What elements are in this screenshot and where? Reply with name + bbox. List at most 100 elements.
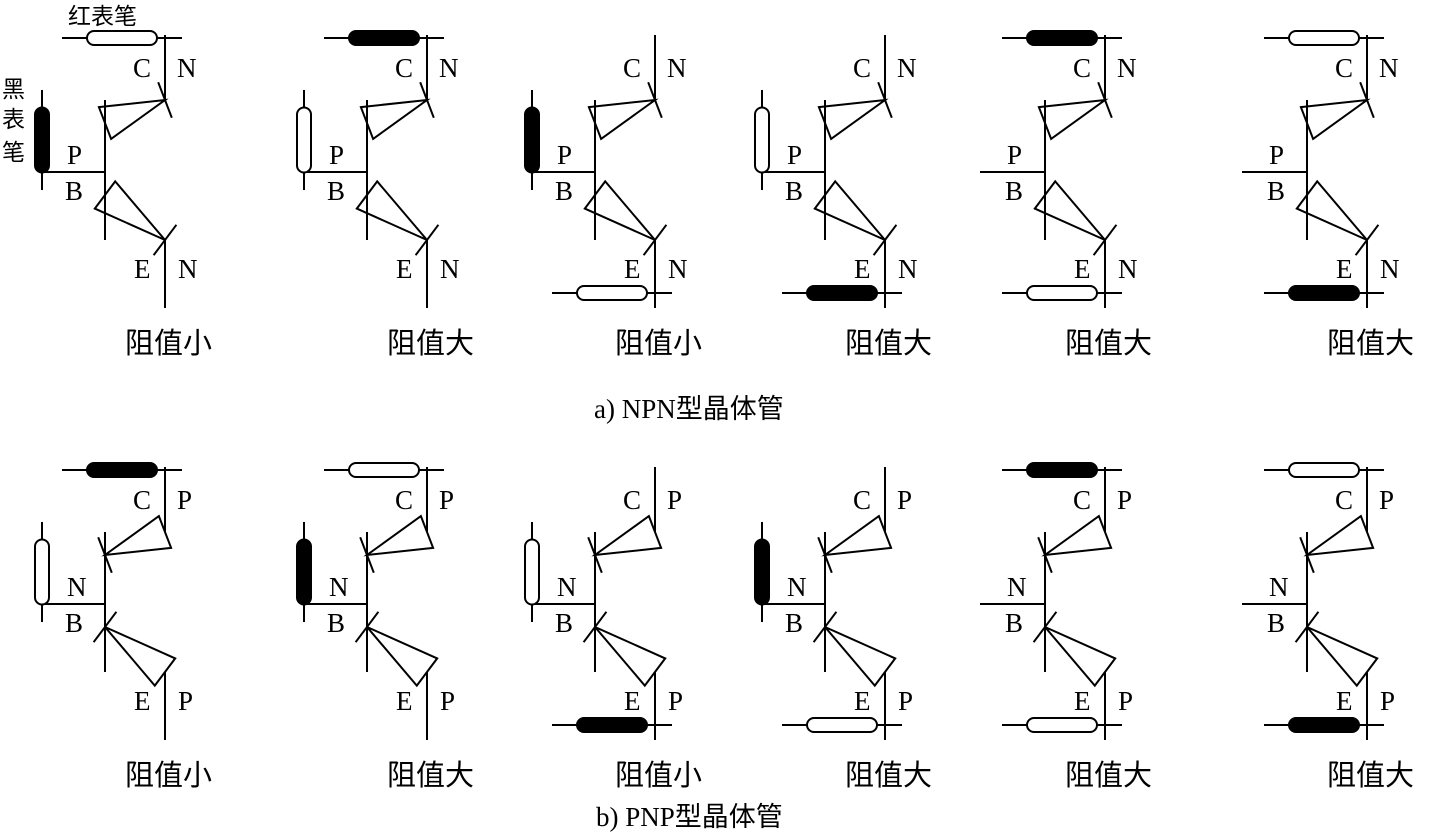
red-probe [754, 90, 770, 190]
red-probe-body [1288, 30, 1360, 46]
base-label: B [1267, 176, 1285, 206]
emitter-region-label: P [1118, 686, 1133, 716]
red-probe [1264, 30, 1384, 46]
black-probe-body [1026, 30, 1098, 46]
black-probe-body [348, 30, 420, 46]
collector-label: C [853, 53, 871, 83]
bc-diode [1299, 98, 1371, 141]
red-probe [324, 462, 444, 478]
result-label: 阻值小 [125, 327, 212, 360]
result-label: 阻值大 [1065, 759, 1152, 792]
bc-diode-bar [1037, 536, 1053, 574]
be-diode [583, 179, 656, 241]
red-probe-body [34, 538, 50, 606]
emitter-label: E [134, 254, 151, 284]
collector-label: C [853, 485, 871, 515]
legend: 红表笔 黑 表 笔 [2, 4, 137, 165]
red-probe [1002, 285, 1122, 301]
base-label: B [327, 176, 345, 206]
result-label: 阻值大 [1065, 327, 1152, 360]
emitter-label: E [1336, 686, 1353, 716]
red-probe [1264, 462, 1384, 478]
emitter-region-label: P [178, 686, 193, 716]
bc-diode [821, 514, 893, 557]
bc-diode [587, 98, 659, 141]
red-probe [296, 90, 312, 190]
black-probe-body [1288, 717, 1360, 733]
base-region-label: P [787, 140, 802, 170]
bc-diode-bar [1359, 81, 1375, 119]
black-probe [1002, 462, 1122, 478]
be-diode [1033, 179, 1106, 241]
bc-diode-bar [97, 536, 113, 574]
emitter-region-label: N [1118, 254, 1138, 284]
red-probe-body [1026, 717, 1098, 733]
be-diode-bar [152, 224, 178, 256]
red-probe-body [1288, 462, 1360, 478]
bc-diode [97, 98, 169, 141]
collector-region-label: N [1379, 53, 1399, 83]
collector-region-label: N [439, 53, 459, 83]
be-diode-bar [1032, 611, 1058, 643]
base-region-label: P [1007, 140, 1022, 170]
red-probe-legend: 红表笔 [68, 4, 137, 29]
bc-diode [359, 98, 431, 141]
base-label: B [65, 176, 83, 206]
collector-label: C [623, 53, 641, 83]
red-probe-body [524, 538, 540, 606]
be-diode [366, 626, 439, 688]
black-probe [524, 90, 540, 190]
collector-region-label: P [177, 485, 192, 515]
black-probe [1264, 717, 1384, 733]
emitter-region-label: N [898, 254, 918, 284]
be-diode-bar [1354, 224, 1380, 256]
collector-label: C [1335, 53, 1353, 83]
base-label: B [785, 176, 803, 206]
result-label: 阻值大 [387, 327, 474, 360]
collector-label: C [1335, 485, 1353, 515]
be-diode-bar [582, 611, 608, 643]
be-diode-bar [1294, 611, 1320, 643]
black-probe [324, 30, 444, 46]
collector-region-label: N [897, 53, 917, 83]
collector-label: C [623, 485, 641, 515]
bc-diode-bar [157, 81, 173, 119]
bc-diode-bar [1299, 536, 1315, 574]
emitter-region-label: P [668, 686, 683, 716]
base-label: B [1005, 608, 1023, 638]
red-probe [62, 30, 182, 46]
base-label: B [1005, 176, 1023, 206]
collector-region-label: N [667, 53, 687, 83]
base-region-label: N [67, 572, 87, 602]
bc-diode-bar [359, 536, 375, 574]
collector-region-label: N [177, 53, 197, 83]
bc-diode-bar [1097, 81, 1113, 119]
collector-region-label: P [1379, 485, 1394, 515]
collector-region-label: P [667, 485, 682, 515]
red-probe [552, 285, 672, 301]
emitter-label: E [854, 686, 871, 716]
result-label: 阻值小 [125, 759, 212, 792]
red-probe [782, 717, 902, 733]
black-probe-body [34, 106, 50, 174]
black-probe-body [754, 538, 770, 606]
red-probe-body [754, 106, 770, 174]
bc-diode [1041, 514, 1113, 557]
collector-label: C [133, 485, 151, 515]
bc-diode-bar [587, 536, 603, 574]
be-diode [594, 626, 667, 688]
emitter-label: E [396, 686, 413, 716]
be-diode [824, 626, 897, 688]
black-probe-legend-char-3: 笔 [2, 140, 25, 165]
black-probe [782, 285, 902, 301]
base-region-label: N [787, 572, 807, 602]
result-label: 阻值大 [387, 759, 474, 792]
base-label: B [1267, 608, 1285, 638]
